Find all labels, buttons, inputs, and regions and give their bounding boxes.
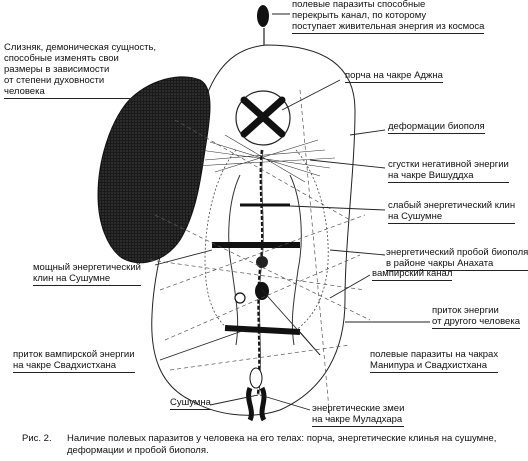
anahata-break (256, 256, 268, 268)
sushumna-core (258, 149, 264, 396)
label-deformacii: деформации биополя (388, 121, 485, 134)
label-sushumna: Сушумна (170, 397, 211, 410)
svadhisthana-dot (234, 292, 246, 304)
label-proboi: энергетический пробой биополя в районе ч… (386, 247, 528, 271)
caption-number: Рис. 2. (22, 433, 52, 444)
label-moshchnyi-klin: мощный энергетический клин на Сушумне (33, 262, 141, 286)
label-sgustki: сгустки негативной энергии на чакре Вишу… (388, 159, 509, 183)
leader-lines (154, 13, 430, 411)
head (235, 90, 291, 146)
vishuddha-clots (194, 134, 336, 183)
sushumna-channel (256, 149, 264, 396)
manipura-parasite (255, 282, 269, 300)
caption-line-1: Наличие полевых паразитов у человека на … (67, 433, 497, 444)
svadhisthana-parasite (224, 325, 301, 335)
label-pritok-vampirskoi: приток вампирской энергии на чакре Свадх… (13, 349, 135, 373)
muladhara-snakes (246, 386, 267, 422)
inner-contour (204, 149, 329, 331)
label-porcha-adzhna: порча на чакре Аджна (345, 70, 443, 83)
label-field-parasites-top: полевые паразиты способные перекрыть кан… (292, 0, 485, 34)
label-vampirskii-kanal: вампирский канал (372, 268, 453, 281)
label-zmei: энергетические змеи на чакре Муладхара (312, 403, 405, 427)
body-outline (228, 174, 302, 346)
sliznyak-entity (97, 76, 211, 264)
crown-parasite (257, 5, 269, 27)
caption-line-2: деформации и пробой биополя. (67, 445, 209, 456)
label-pritok-energii: приток энергии от другого человека (432, 305, 520, 329)
ajna-porcha-mark (240, 96, 286, 138)
muladhara-body (249, 367, 263, 389)
label-slabyi-klin: слабый энергетический клин на Сушумне (388, 200, 516, 224)
aura-dash-lines (149, 89, 371, 421)
label-polevye-chakrah: полевые паразиты на чакрах Манипура и Св… (370, 349, 499, 373)
figure-caption: Рис. 2. Наличие полевых паразитов у челов… (22, 433, 496, 457)
label-sliznyak: Слизняк, демоническая сущность, способны… (4, 42, 157, 99)
